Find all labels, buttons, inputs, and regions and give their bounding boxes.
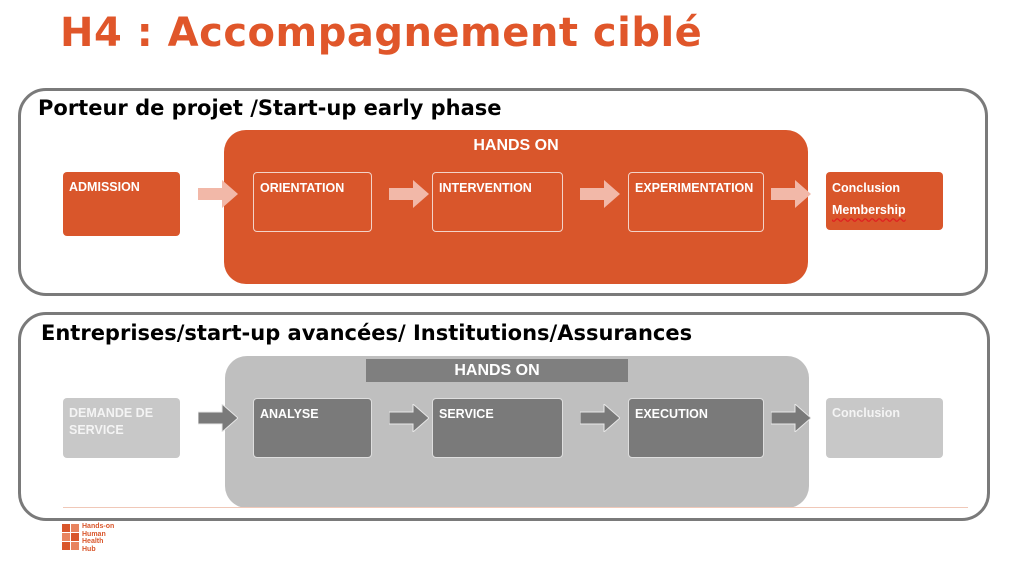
arrow-right-icon: [198, 180, 238, 208]
hub-logo-text: Hands-on Human Health Hub: [82, 523, 114, 553]
arrow-experimentation-conclusion: [771, 180, 811, 208]
arrow-orientation-intervention: [389, 180, 429, 208]
arrow-intervention-experimentation: [580, 180, 620, 208]
hub-logo: Hands-on Human Health Hub: [62, 523, 142, 553]
footer-divider: [63, 507, 968, 508]
hands-on-label-early: HANDS ON: [473, 137, 559, 154]
step-service: SERVICE: [432, 398, 563, 458]
step-orientation: ORIENTATION: [253, 172, 372, 232]
arrow-right-icon: [771, 404, 811, 432]
arrow-right-icon: [580, 180, 620, 208]
arrow-service-execution: [580, 404, 620, 432]
step-conclusion-label: Conclusion: [832, 181, 901, 195]
hub-logo-line1: Hands-on: [82, 523, 115, 530]
step-analyse: ANALYSE: [253, 398, 372, 458]
step-admission: ADMISSION: [63, 172, 180, 236]
section-early-phase-title-text: Porteur de projet /Start-up early phase: [38, 96, 502, 120]
section-advanced-title-text: Entreprises/start-up avancées/ Instituti…: [41, 321, 693, 345]
section-early-phase-title: Porteur de projet /Start-up early phase: [38, 96, 502, 120]
step-conclusion-membership: Conclusion Membership: [826, 172, 943, 230]
arrow-demande-analyse: [198, 404, 238, 432]
arrow-right-icon: [389, 404, 429, 432]
hub-logo-line4: Hub: [82, 545, 96, 553]
step-demande-service: DEMANDE DE SERVICE: [63, 398, 180, 458]
section-advanced-title: Entreprises/start-up avancées/ Instituti…: [41, 321, 692, 345]
arrow-right-icon: [198, 404, 238, 432]
step-conclusion-advanced: Conclusion: [826, 398, 943, 458]
arrow-execution-conclusion: [771, 404, 811, 432]
hub-logo-icon: [62, 524, 79, 550]
hub-logo-line3: Health: [82, 538, 104, 545]
hands-on-label-advanced: HANDS ON: [366, 359, 628, 382]
arrow-right-icon: [389, 180, 429, 208]
step-execution: EXECUTION: [628, 398, 764, 458]
arrow-admission-orientation: [198, 180, 238, 208]
arrow-right-icon: [580, 404, 620, 432]
hub-logo-line2: Human: [82, 530, 106, 538]
arrow-analyse-service: [389, 404, 429, 432]
step-experimentation: EXPERIMENTATION: [628, 172, 764, 232]
step-intervention: INTERVENTION: [432, 172, 563, 232]
slide-title: H4 : Accompagnement ciblé: [60, 10, 703, 56]
step-demande-line1: DEMANDE DE: [69, 406, 154, 420]
arrow-right-icon: [771, 180, 811, 208]
step-membership-label: Membership: [832, 203, 906, 217]
step-demande-line2: SERVICE: [69, 423, 124, 437]
